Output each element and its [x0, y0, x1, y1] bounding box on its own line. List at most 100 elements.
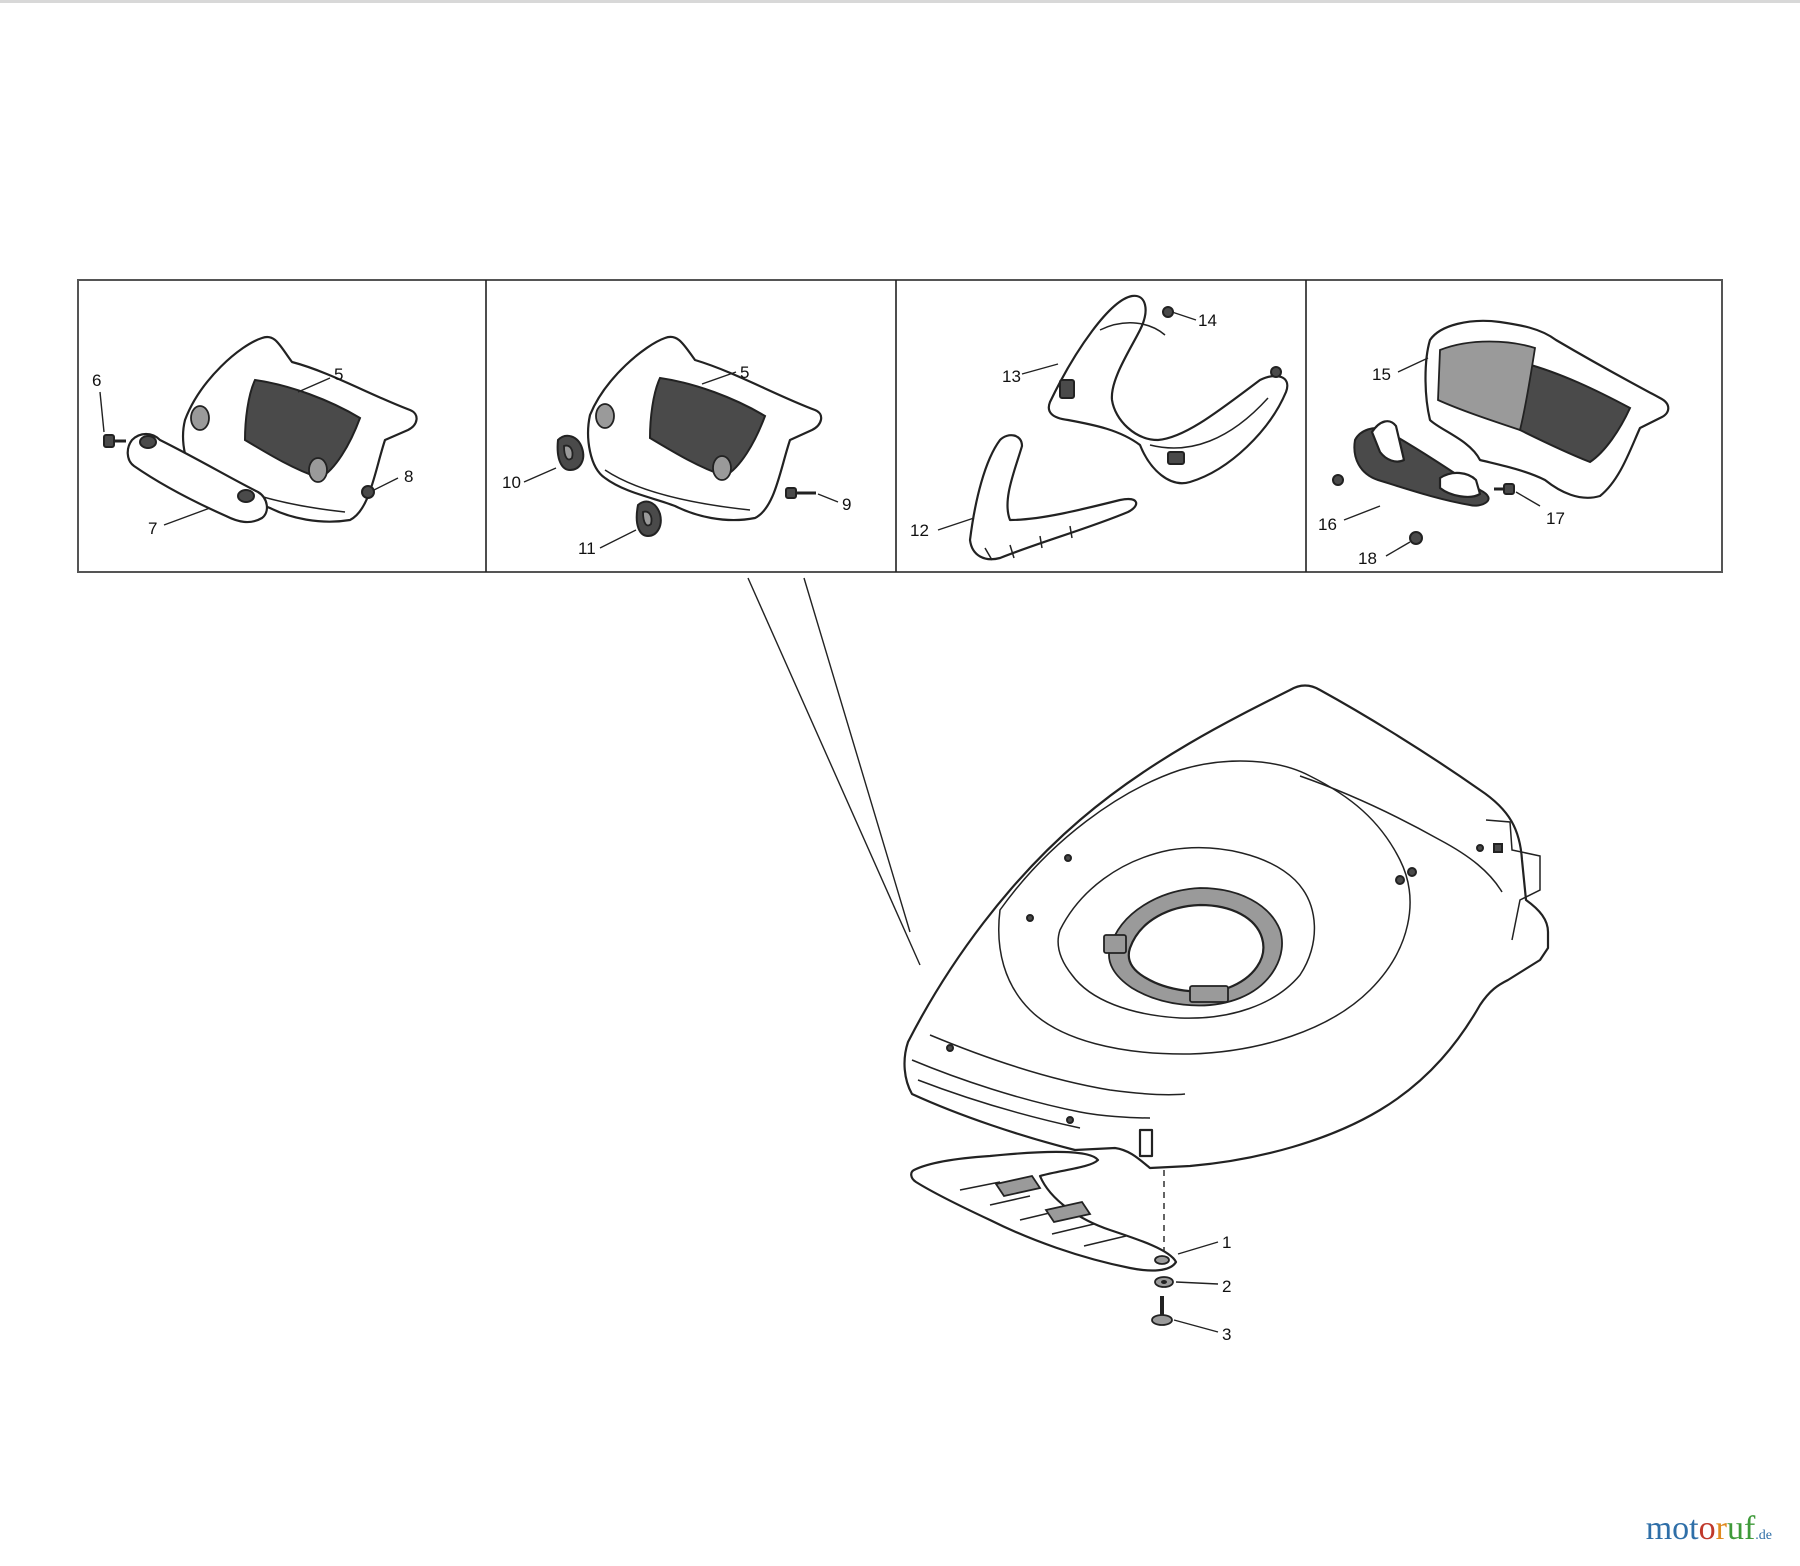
bracket-16-fin — [1370, 420, 1406, 463]
deck-front-lip — [917, 1079, 1081, 1129]
mower-deck — [903, 684, 1550, 1170]
leader-16 — [1343, 505, 1381, 521]
rear-cover-boss-left — [190, 405, 210, 431]
panel-2-parts — [523, 335, 839, 549]
rear-cover-boss-left-b — [595, 403, 615, 429]
guard-plate-part-1 — [910, 1150, 1178, 1272]
upper-shell-inner — [1149, 397, 1269, 449]
watermark-letter: o — [1672, 1510, 1690, 1547]
deck-rear-notch — [1138, 1128, 1154, 1158]
panel-1-parts — [99, 335, 418, 526]
panel-3-parts — [937, 294, 1289, 561]
deck-hole-5 — [1476, 844, 1484, 852]
screw-part-17 — [1494, 483, 1515, 495]
leader-2 — [1175, 1281, 1219, 1285]
guard-rib-block-2 — [1044, 1200, 1092, 1224]
handle-bar-knob-left — [139, 435, 157, 449]
deck-slot-1 — [1493, 843, 1503, 853]
screw-part-6 — [103, 434, 126, 448]
handle-bar-knob-right — [237, 489, 255, 503]
rear-cover-boss-right — [308, 457, 328, 483]
leader-13 — [1021, 363, 1059, 375]
callout-1: 1 — [1222, 1233, 1231, 1252]
watermark-letter: f — [1743, 1510, 1756, 1547]
leader-18 — [1385, 541, 1411, 557]
callout-16: 16 — [1318, 515, 1337, 534]
callout-3: 3 — [1222, 1325, 1231, 1344]
guard-plate-assembly — [910, 1150, 1219, 1333]
nut-part-18 — [1409, 531, 1423, 545]
watermark-suffix: .de — [1755, 1528, 1772, 1543]
watermark-letter: t — [1689, 1510, 1699, 1547]
upper-shell-part-13 — [1047, 294, 1289, 485]
callout-5b: 5 — [740, 363, 749, 382]
callout-17: 17 — [1546, 509, 1565, 528]
callout-5a: 5 — [334, 365, 343, 384]
callout-9: 9 — [842, 495, 851, 514]
screw-part-14 — [1162, 306, 1174, 318]
upper-shell-rim — [1099, 322, 1166, 336]
bracket-fastener — [1332, 474, 1344, 486]
callout-12: 12 — [910, 521, 929, 540]
leader-1 — [1177, 1241, 1219, 1255]
leader-7 — [163, 507, 211, 526]
callout-7: 7 — [148, 519, 157, 538]
panel-4-parts — [1332, 319, 1670, 557]
deck-top-contour — [998, 760, 1411, 1055]
callout-18: 18 — [1358, 549, 1377, 568]
deck-hole-3 — [1064, 854, 1072, 862]
zoom-line-right — [803, 577, 911, 933]
guard-rib-block-1 — [994, 1174, 1042, 1198]
leader-14 — [1171, 311, 1197, 321]
leader-3 — [1173, 1319, 1219, 1333]
watermark-letter: m — [1645, 1510, 1673, 1547]
deck-side-channel — [1299, 775, 1503, 893]
callout-10: 10 — [502, 473, 521, 492]
rear-cover-15-side — [1437, 340, 1537, 432]
watermark-letter: o — [1698, 1510, 1716, 1547]
lower-guard-tabs — [984, 525, 1073, 561]
rear-cover-edge-b — [604, 469, 751, 511]
watermark-logo: motoruf.de — [1646, 1510, 1772, 1548]
leader-8 — [373, 477, 399, 491]
leader-10 — [523, 467, 557, 483]
deck-rear-face — [1485, 819, 1541, 941]
bracket-16-arm — [1438, 471, 1482, 498]
callout-6: 6 — [92, 371, 101, 390]
leader-15 — [1397, 357, 1429, 373]
callout-13: 13 — [1002, 367, 1021, 386]
top-border-line — [0, 0, 1800, 3]
deck-hole-2 — [1407, 867, 1417, 877]
clip-part-10 — [556, 434, 585, 472]
deck-inner-contour — [1057, 847, 1316, 1019]
motor-mount-opening — [1127, 903, 1265, 993]
callout-15: 15 — [1372, 365, 1391, 384]
upper-shell-slot-left — [1059, 379, 1075, 399]
leader-11 — [599, 529, 637, 549]
leader-12 — [937, 517, 975, 531]
callout-2: 2 — [1222, 1277, 1231, 1296]
deck-hole-6 — [946, 1044, 954, 1052]
watermark-letter: u — [1726, 1510, 1744, 1547]
upper-shell-slot-right — [1167, 451, 1185, 465]
upper-shell-fastener — [1270, 366, 1282, 378]
leader-5a — [297, 377, 331, 393]
deck-hole-7 — [1066, 1116, 1074, 1124]
lower-guard-part-12 — [968, 434, 1138, 561]
handle-bar-part-7 — [126, 432, 268, 524]
leader-5b — [701, 371, 737, 385]
screw-part-9 — [785, 487, 816, 499]
zoom-line-left — [747, 577, 921, 966]
watermark-letter: r — [1715, 1510, 1727, 1547]
washer-part-2 — [1154, 1276, 1174, 1288]
rear-cover-boss-right-b — [712, 455, 732, 481]
deck-ridge — [929, 1034, 1186, 1096]
callout-11: 11 — [578, 539, 596, 558]
nut-part-8 — [361, 485, 375, 499]
leader-6 — [99, 391, 105, 433]
clip-part-11 — [635, 500, 662, 538]
leader-9 — [817, 493, 839, 503]
leader-17 — [1515, 491, 1541, 507]
mount-tab-left — [1103, 934, 1127, 954]
deck-front-edge — [911, 1059, 1151, 1119]
